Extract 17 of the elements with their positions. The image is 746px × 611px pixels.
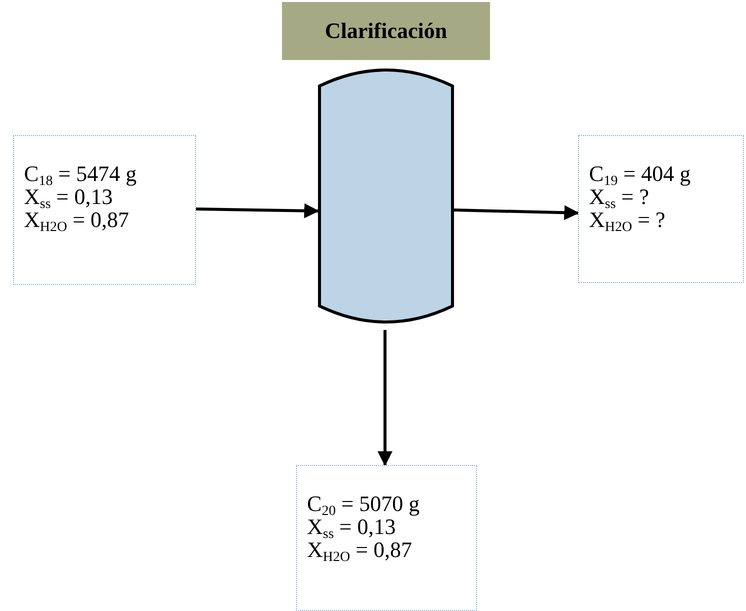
stream-value: X$_{H2O}$ = 0,87 xyxy=(307,538,414,561)
title-text: Clarificación xyxy=(324,18,448,44)
stream-value: C$_{18}$ = 5474 g xyxy=(24,162,138,185)
title-box xyxy=(282,2,490,60)
stream-data-box xyxy=(296,465,477,611)
flow-arrow xyxy=(378,330,392,466)
stream-value: C$_{19}$ = 404 g xyxy=(589,162,692,185)
stream-value: X$_{H2O}$ = 0,87 xyxy=(24,208,130,231)
stream-value: X$_{ss}$ = 0,13 xyxy=(24,185,114,208)
flow-arrow xyxy=(454,205,580,220)
stream-value: C$_{20}$ = 5070 g xyxy=(307,492,421,515)
stream-value: X$_{ss}$ = 0,13 xyxy=(307,515,397,538)
stream-data-box xyxy=(13,135,196,285)
stream-value: X$_{ss}$ = ? xyxy=(589,185,650,208)
stream-data-box xyxy=(578,135,744,283)
flow-arrow xyxy=(196,203,320,218)
stream-value: X$_{H2O}$ = ? xyxy=(589,208,666,231)
